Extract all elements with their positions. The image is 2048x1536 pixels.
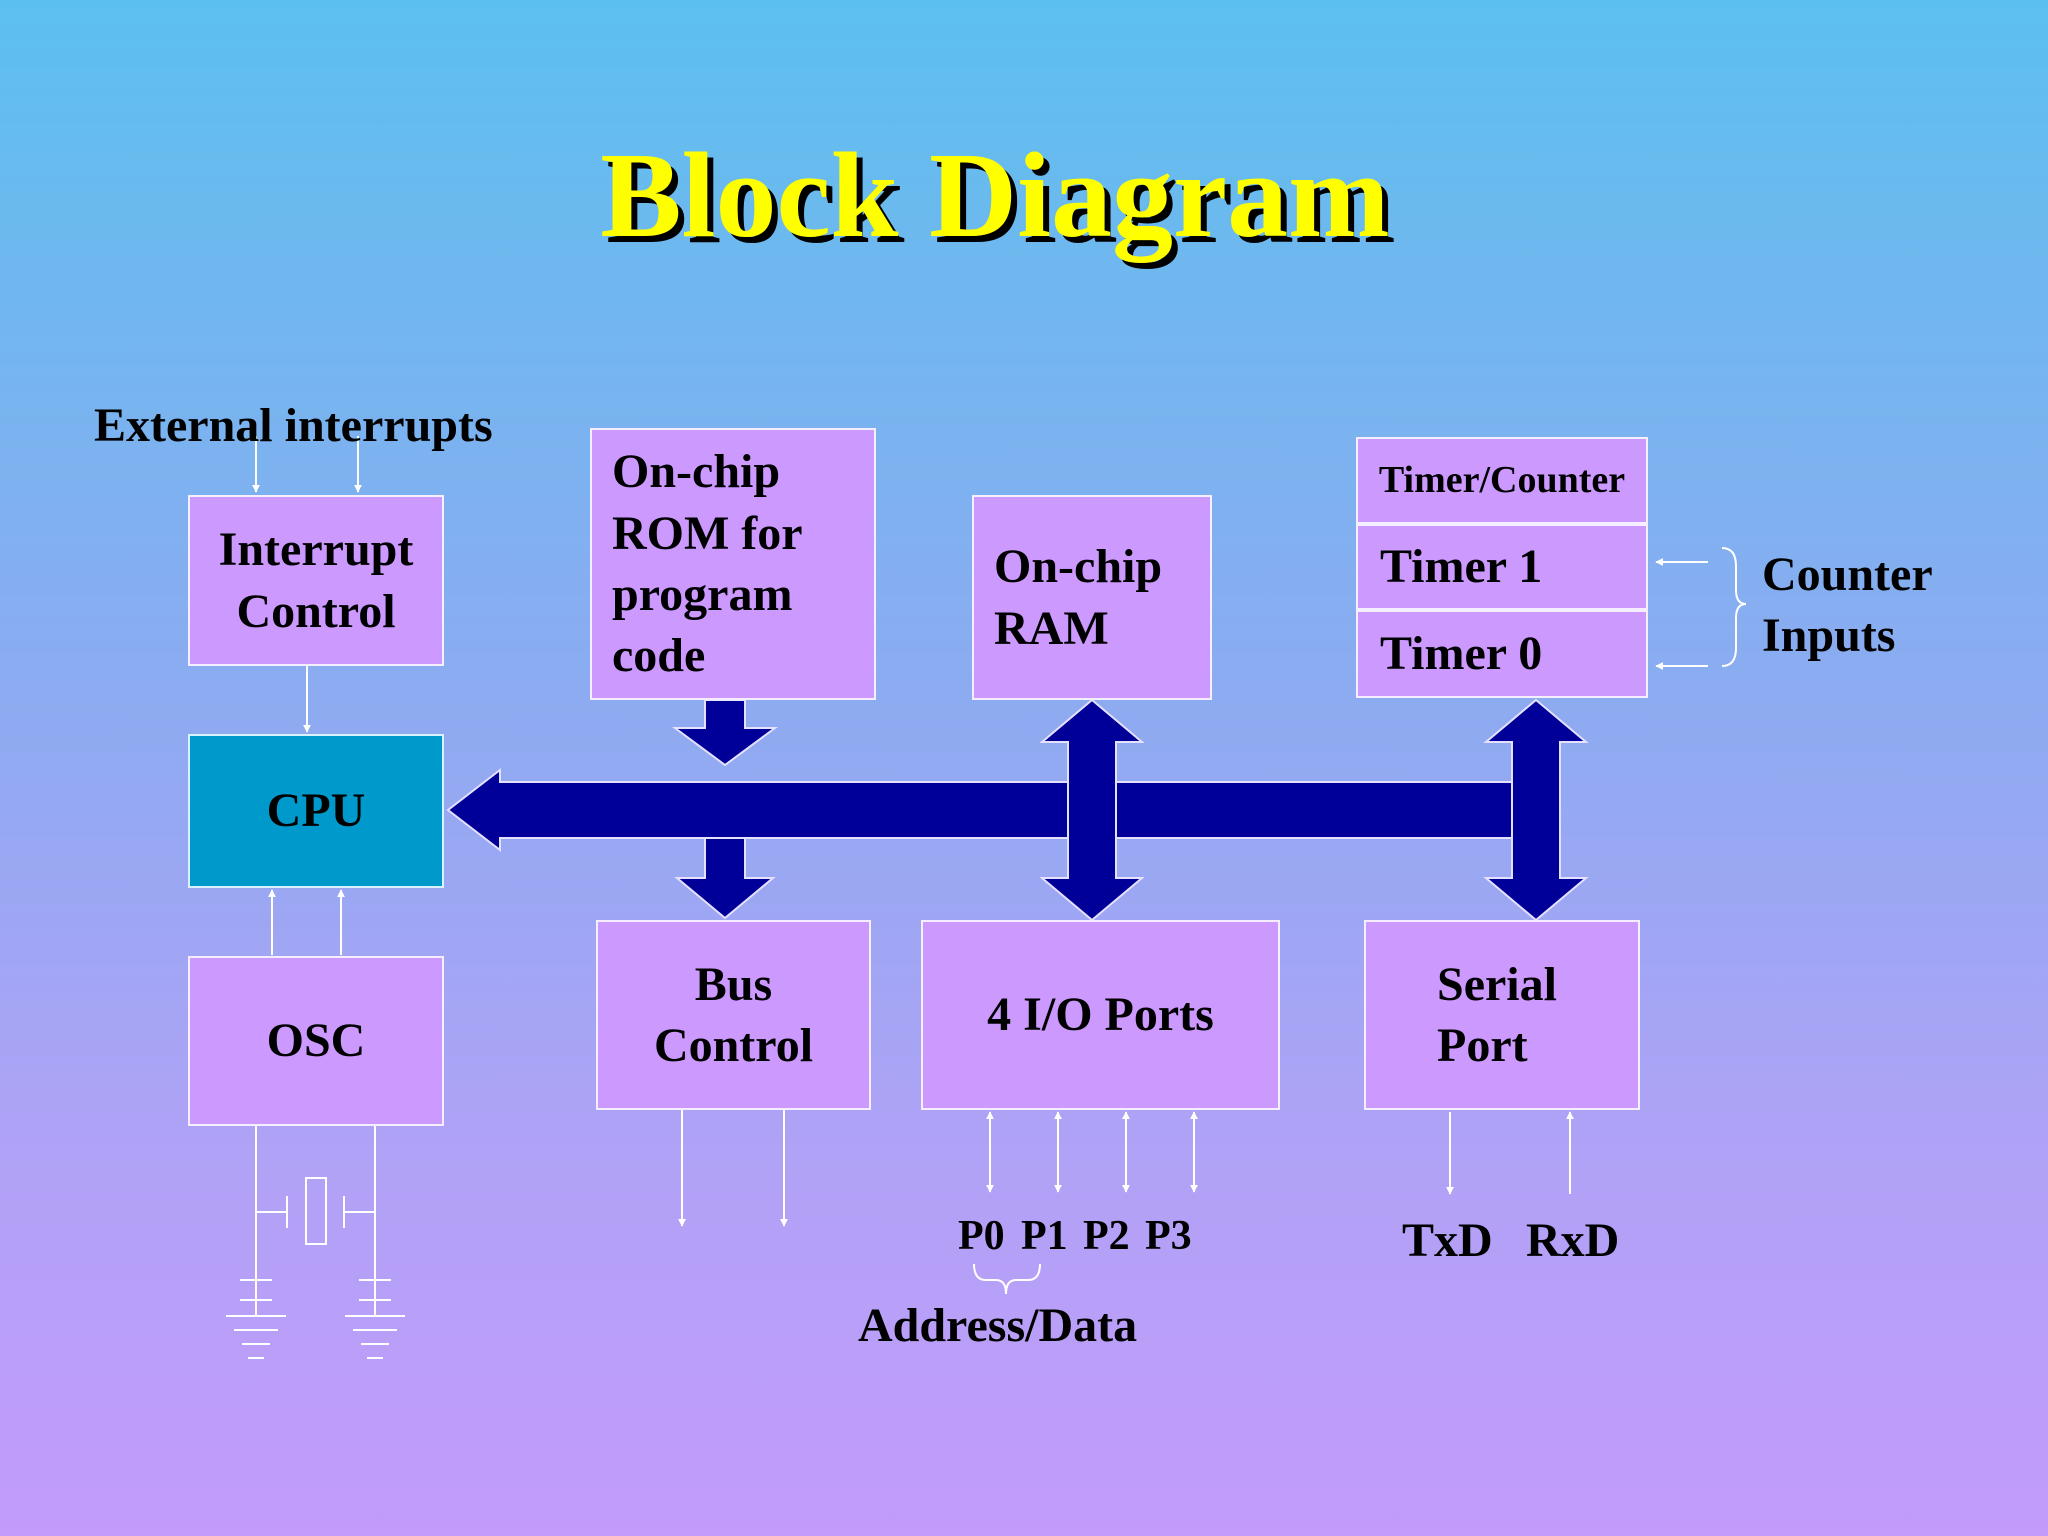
bus-rom-arrow xyxy=(671,699,779,767)
ram-line2: RAM xyxy=(994,601,1109,655)
serial-port-line1: Serial xyxy=(1437,957,1557,1011)
counter-inputs-line2: Inputs xyxy=(1762,609,1896,663)
serial-port-line2: Port xyxy=(1437,1019,1528,1072)
timer1-block: Timer 1 xyxy=(1356,524,1648,610)
external-interrupts-label: External interrupts xyxy=(94,399,493,452)
rom-line1: On-chip xyxy=(612,445,781,499)
timer0-block: Timer 0 xyxy=(1356,610,1648,698)
p2-label: P2 xyxy=(1083,1213,1130,1259)
p0-label: P0 xyxy=(958,1213,1005,1259)
osc-label: OSC xyxy=(266,1014,366,1068)
interrupt-control-line2: Control xyxy=(236,584,396,638)
connectors xyxy=(252,436,1708,1227)
rom-line3: program xyxy=(612,568,793,621)
address-data-label: Address/Data xyxy=(858,1299,1138,1352)
ram-line1: On-chip xyxy=(994,540,1163,594)
io-ports-block: 4 I/O Ports xyxy=(921,920,1280,1110)
timer1-label: Timer 1 xyxy=(1380,540,1543,594)
bus-control-line2: Control xyxy=(653,1019,814,1072)
bus-control-line1: Bus xyxy=(694,957,773,1011)
system-bus xyxy=(446,698,1589,922)
address-data-brace xyxy=(973,1263,1041,1295)
timer-counter-label: Timer/Counter xyxy=(1378,459,1626,502)
bus-to-bus-control-arrow xyxy=(674,837,776,920)
cpu-label: CPU xyxy=(266,784,366,838)
timer-counter-header: Timer/Counter xyxy=(1356,437,1648,524)
counter-inputs-brace xyxy=(1721,547,1747,667)
interrupt-control-line1: Interrupt xyxy=(218,523,414,577)
crystal-circuit xyxy=(226,1126,405,1359)
p3-label: P3 xyxy=(1145,1213,1192,1259)
bus-main-arrow xyxy=(446,767,1513,853)
page-title: Block Diagram xyxy=(600,128,1390,263)
osc-block: OSC xyxy=(188,956,444,1126)
io-ports-label: 4 I/O Ports xyxy=(987,988,1214,1042)
rxd-label: RxD xyxy=(1526,1214,1620,1267)
p1-label: P1 xyxy=(1021,1213,1068,1259)
counter-inputs-line1: Counter xyxy=(1762,548,1933,601)
rom-line2: ROM for xyxy=(612,506,803,560)
cpu-block: CPU xyxy=(188,734,444,888)
crystal-body xyxy=(305,1177,327,1245)
timer0-label: Timer 0 xyxy=(1380,627,1543,681)
rom-line4: code xyxy=(612,629,706,683)
txd-label: TxD xyxy=(1402,1214,1493,1267)
